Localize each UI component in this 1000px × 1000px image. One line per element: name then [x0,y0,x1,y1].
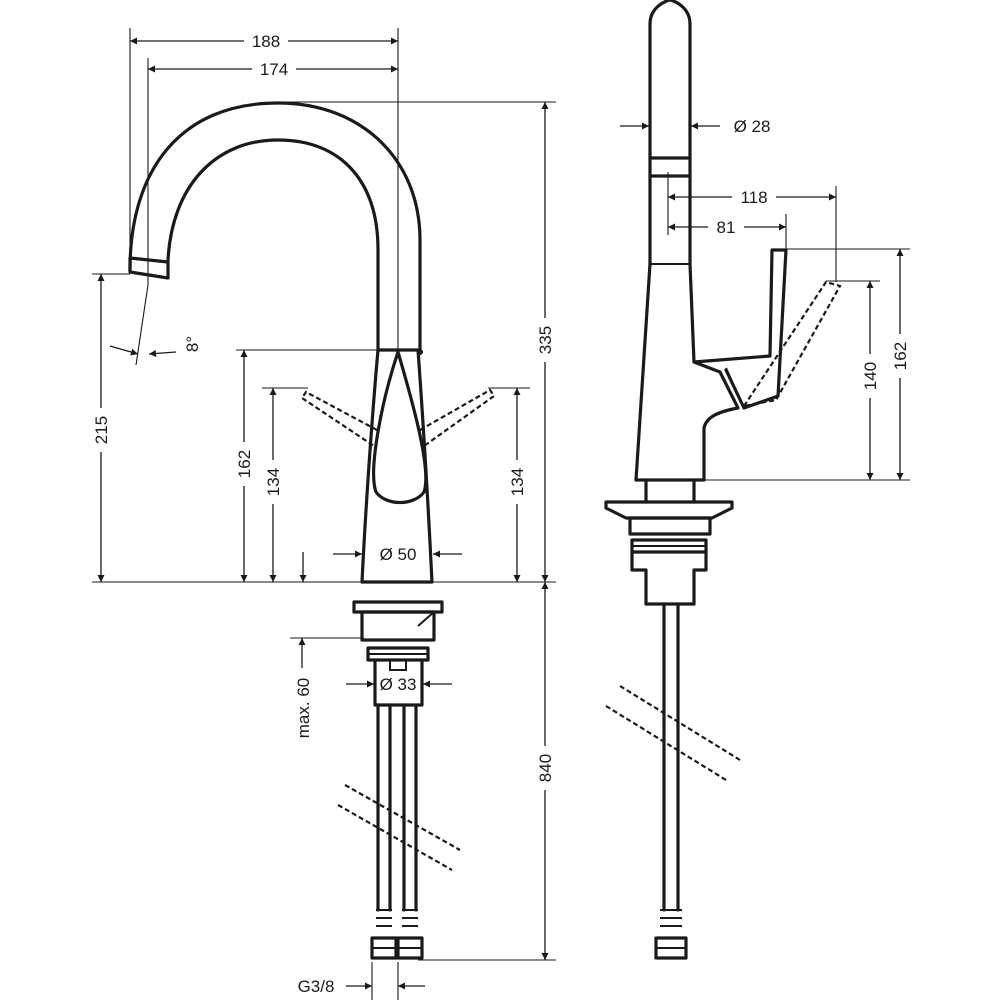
spout-outlet [128,256,170,280]
side-handle [692,248,788,410]
side-handle-reach-closed-label: 81 [717,218,736,237]
handle-pivot [417,349,423,355]
hose-fittings [370,909,424,960]
threaded-shank [373,658,424,707]
below-deck-length-label: 840 [536,754,555,782]
side-extension-lines [667,172,910,481]
overall-width-label: 188 [252,32,280,51]
side-handle-hinge [725,367,743,405]
side-break-lower [605,705,727,781]
total-height-label: 335 [536,326,555,354]
side-washer [628,516,712,536]
extension-lines [92,28,556,1000]
shank-diameter-label: Ø 33 [380,675,417,694]
front-view: 188 174 335 215 8° 162 134 134 Ø 50 840 … [91,28,556,1000]
hose-break-lower [337,804,453,871]
mounting-washer [360,610,436,642]
nut-screw [389,659,407,671]
handle-swing-left [300,390,378,447]
hose-break-upper [344,784,461,851]
spout-outlet-height-label: 215 [92,416,111,444]
side-spout [648,0,692,160]
handle-swing-right [419,388,496,447]
max-counter-thickness-label: max. 60 [294,678,313,738]
side-handle-height-closed-label: 162 [891,342,910,370]
side-handle-dashed [741,280,842,408]
side-spout-hose [648,174,692,266]
spout-reach-label: 174 [260,60,288,79]
handle-height-label: 162 [235,450,254,478]
side-hose [662,602,680,912]
base-plate [352,600,444,614]
spout-outer [128,101,422,352]
spout-inner [166,138,380,352]
hose-left [376,703,392,912]
side-break-upper [619,685,741,761]
dim-angle-left [109,345,139,356]
handle-height-left-label: 134 [264,468,283,496]
hose-right [402,703,418,912]
lock-nut [366,646,430,662]
spout-angle-label: 8° [183,336,202,352]
handle-height-right-label: 134 [508,468,527,496]
connection-thread-label: G3/8 [298,977,335,996]
body-diameter-label: Ø 50 [380,545,417,564]
side-shank [630,550,708,606]
side-view: Ø 28 118 81 140 162 [604,0,910,960]
side-base-neck [644,478,696,504]
dim-angle-right [148,349,177,357]
side-hose-fitting [654,909,688,960]
side-body [634,262,740,482]
side-base-plate [604,500,734,520]
side-spout-diameter-label: Ø 28 [734,117,771,136]
side-handle-reach-open-label: 118 [740,188,767,207]
side-handle-height-open-label: 140 [861,362,880,390]
lever-handle [372,350,428,505]
side-spout-ring [648,156,692,178]
washer-notch [417,611,435,627]
